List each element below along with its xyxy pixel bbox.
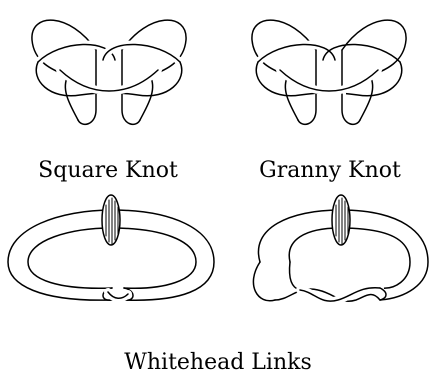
square-knot-drawing [32, 20, 186, 124]
square-knot-caption: Square Knot [38, 158, 178, 183]
whitehead-link-right-drawing [253, 195, 428, 301]
granny-knot-caption: Granny Knot [259, 158, 401, 183]
granny-knot-drawing [252, 20, 406, 124]
whitehead-link-left-drawing [8, 195, 214, 300]
whitehead-links-caption: Whitehead Links [124, 350, 312, 375]
